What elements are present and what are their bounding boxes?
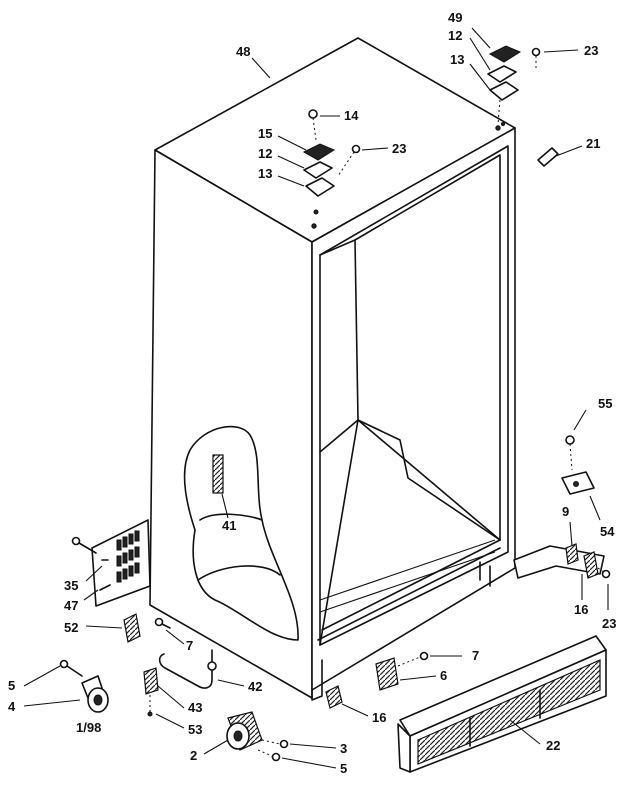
callout-6: 6: [440, 668, 447, 683]
callout-5-bottom: 5: [340, 761, 347, 776]
callout-4: 4: [8, 699, 16, 714]
drain-tube-42: [158, 649, 217, 689]
callout-15: 15: [258, 126, 272, 141]
callout-49: 49: [448, 10, 462, 25]
callout-12-right: 12: [448, 28, 462, 43]
callout-16-lower: 16: [372, 710, 386, 725]
leader-lines: [23, 27, 609, 769]
toe-grille-22: [397, 635, 607, 773]
hinge-bracket-52: [123, 613, 171, 643]
clip-43: [143, 667, 159, 717]
callout-9: 9: [562, 504, 569, 519]
cabinet-opening: [319, 145, 509, 646]
callout-35: 35: [64, 578, 78, 593]
callout-43: 43: [188, 700, 202, 715]
callout-12-left: 12: [258, 146, 272, 161]
cover-21: [537, 147, 559, 167]
callout-23-mid: 23: [392, 141, 406, 156]
callout-3: 3: [340, 741, 347, 756]
bracket-9: [513, 543, 611, 579]
callout-54: 54: [600, 524, 615, 539]
revision-date: 1/98: [76, 720, 101, 735]
callout-16-right: 16: [574, 602, 588, 617]
callout-23-right: 23: [602, 616, 616, 631]
callout-22: 22: [546, 738, 560, 753]
callout-42: 42: [248, 679, 262, 694]
callout-labels: 48 49 12 13 23 14 15 12 23 13 21 55 54 9…: [8, 10, 616, 776]
callout-47: 47: [64, 598, 78, 613]
callout-13-left: 13: [258, 166, 272, 181]
roller-2: [226, 711, 289, 762]
callout-21: 21: [586, 136, 600, 151]
bracket-6: [375, 651, 429, 691]
callout-14: 14: [344, 108, 359, 123]
vent-plate-47: [91, 519, 151, 607]
callout-52: 52: [64, 620, 78, 635]
callout-7-right: 7: [472, 648, 479, 663]
clip-16-lower: [325, 685, 343, 709]
callout-7-left: 7: [186, 638, 193, 653]
callout-13-right: 13: [450, 52, 464, 67]
screw-35: [71, 536, 97, 554]
hinge-top-left: [302, 109, 361, 215]
leveler-54: [561, 435, 595, 495]
callout-48: 48: [236, 44, 250, 59]
callout-55: 55: [598, 396, 612, 411]
side-cutaway: [183, 425, 299, 641]
callout-2: 2: [190, 748, 197, 763]
callout-23-top: 23: [584, 43, 598, 58]
roller-4: [59, 659, 109, 713]
drain-tube-41: [212, 454, 224, 494]
callout-53: 53: [188, 722, 202, 737]
hinge-top-right: [487, 45, 541, 125]
callout-5-left: 5: [8, 678, 15, 693]
callout-41: 41: [222, 518, 236, 533]
cabinet-shell: [149, 37, 516, 701]
